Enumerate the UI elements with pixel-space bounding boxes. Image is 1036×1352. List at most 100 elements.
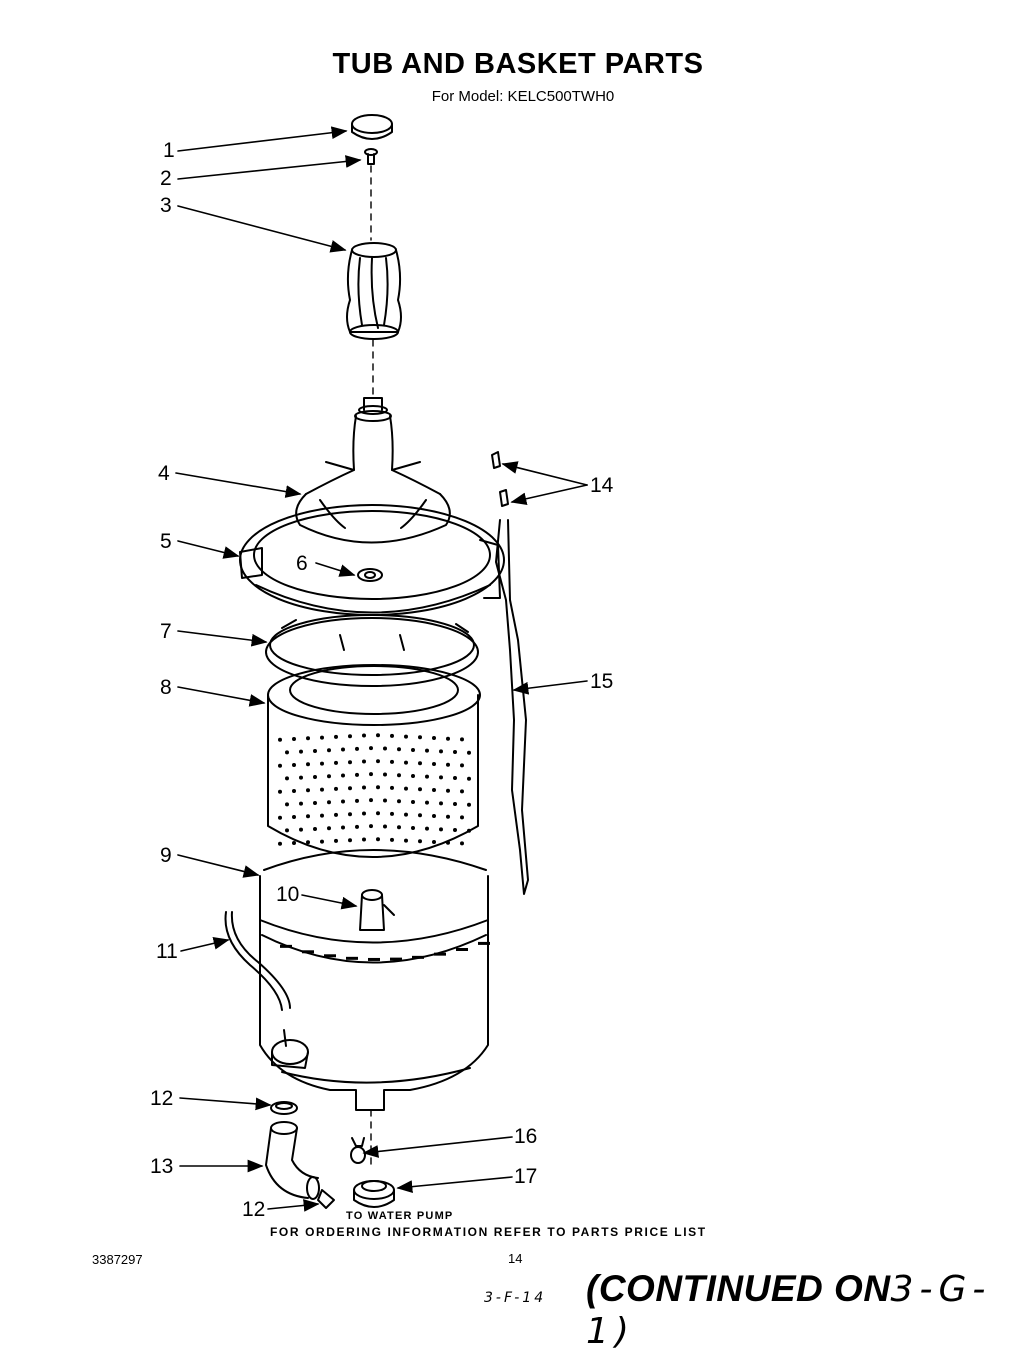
basket-hole xyxy=(292,789,296,793)
basket-hole xyxy=(341,825,345,830)
part-5-tub-ring xyxy=(239,504,505,616)
basket-hole xyxy=(446,788,450,793)
basket-hole xyxy=(404,786,408,791)
basket-hole xyxy=(306,840,310,845)
part-7-ring xyxy=(265,614,479,687)
basket-hole xyxy=(348,734,352,739)
basket-hole xyxy=(341,799,345,804)
basket-hole xyxy=(306,788,310,793)
basket-hole xyxy=(320,735,324,740)
basket-hole xyxy=(299,775,303,780)
part-3-agitator-cam xyxy=(346,242,402,340)
basket-hole xyxy=(376,811,380,816)
basket-holes xyxy=(278,733,471,846)
basket-hole xyxy=(446,736,450,741)
basket-hole xyxy=(425,748,429,753)
basket-hole xyxy=(432,840,436,844)
basket-hole xyxy=(320,813,324,818)
callout-4: 4 xyxy=(158,462,170,485)
tub-slot xyxy=(390,957,402,961)
part-13-elbow-hose xyxy=(265,1121,320,1200)
basket-hole xyxy=(418,787,422,792)
basket-hole xyxy=(313,800,317,805)
basket-hole xyxy=(348,760,352,765)
basket-hole xyxy=(460,763,464,768)
basket-hole xyxy=(432,814,436,818)
basket-hole xyxy=(327,826,331,831)
basket-hole xyxy=(292,841,296,845)
part-6-nut xyxy=(357,568,383,582)
basket-hole xyxy=(348,786,352,791)
to-water-pump-label: TO WATER PUMP xyxy=(346,1210,454,1222)
part-12-clamp xyxy=(270,1101,298,1115)
basket-hole xyxy=(306,762,310,767)
callout-8: 8 xyxy=(160,676,172,699)
handwritten-reference: 3-F-14 xyxy=(484,1290,547,1306)
basket-hole xyxy=(467,750,471,755)
basket-hole xyxy=(397,799,401,804)
basket-hole xyxy=(313,774,317,779)
basket-hole xyxy=(355,824,359,829)
part-14-clips xyxy=(491,451,509,507)
exploded-parts-diagram xyxy=(175,114,588,1212)
callout-2: 2 xyxy=(160,167,172,190)
basket-hole xyxy=(341,773,345,778)
callout-1: 1 xyxy=(163,139,175,162)
basket-hole xyxy=(348,812,352,817)
basket-hole xyxy=(453,802,457,807)
part-15-bracket xyxy=(495,519,529,895)
basket-hole xyxy=(425,800,429,805)
basket-hole xyxy=(299,749,303,754)
basket-hole xyxy=(460,841,464,846)
tub-slots xyxy=(280,941,490,961)
callout-5: 5 xyxy=(160,530,172,553)
callout-10: 10 xyxy=(276,883,300,906)
page-title: TUB AND BASKET PARTS xyxy=(332,48,704,80)
basket-hole xyxy=(362,759,366,764)
callout-13: 13 xyxy=(150,1155,174,1178)
drain-fitting xyxy=(271,1029,309,1069)
callout-12-lower: 12 xyxy=(242,1198,266,1221)
basket-hole xyxy=(376,733,380,738)
basket-hole xyxy=(278,841,282,846)
basket-hole xyxy=(418,813,422,818)
model-subtitle: For Model: KELC500TWH0 xyxy=(431,88,615,105)
basket-hole xyxy=(383,746,387,751)
basket-hole xyxy=(390,759,394,764)
basket-hole xyxy=(390,733,394,738)
basket-hole xyxy=(369,772,373,777)
basket-hole xyxy=(411,799,415,804)
basket-hole xyxy=(348,838,352,843)
basket-hole xyxy=(320,787,324,792)
tub-slot xyxy=(434,952,446,956)
basket-hole xyxy=(278,737,282,742)
basket-hole xyxy=(299,827,303,832)
basket-hole xyxy=(285,776,289,781)
tub-slot xyxy=(302,950,314,954)
basket-hole xyxy=(334,734,338,739)
continued-prefix: (CONTINUED ON xyxy=(586,1268,891,1309)
basket-hole xyxy=(362,837,366,842)
basket-hole xyxy=(292,815,296,819)
basket-hole xyxy=(446,762,450,767)
basket-hole xyxy=(327,774,331,779)
basket-hole xyxy=(334,812,338,817)
basket-hole xyxy=(369,746,373,751)
basket-hole xyxy=(285,750,289,755)
page-number: 14 xyxy=(508,1251,523,1266)
basket-hole xyxy=(320,761,324,766)
basket-hole xyxy=(292,737,296,741)
basket-hole xyxy=(397,747,401,752)
callout-6: 6 xyxy=(296,552,308,575)
basket-hole xyxy=(404,734,408,739)
basket-hole xyxy=(334,838,338,843)
part-8-basket xyxy=(267,664,481,858)
tub-slot xyxy=(280,944,292,948)
basket-hole xyxy=(460,737,464,742)
tub-slot xyxy=(368,957,380,961)
tub-slot xyxy=(346,956,358,960)
basket-hole xyxy=(383,772,387,777)
basket-hole xyxy=(418,761,422,766)
callout-3: 3 xyxy=(160,194,172,217)
basket-hole xyxy=(369,798,373,803)
